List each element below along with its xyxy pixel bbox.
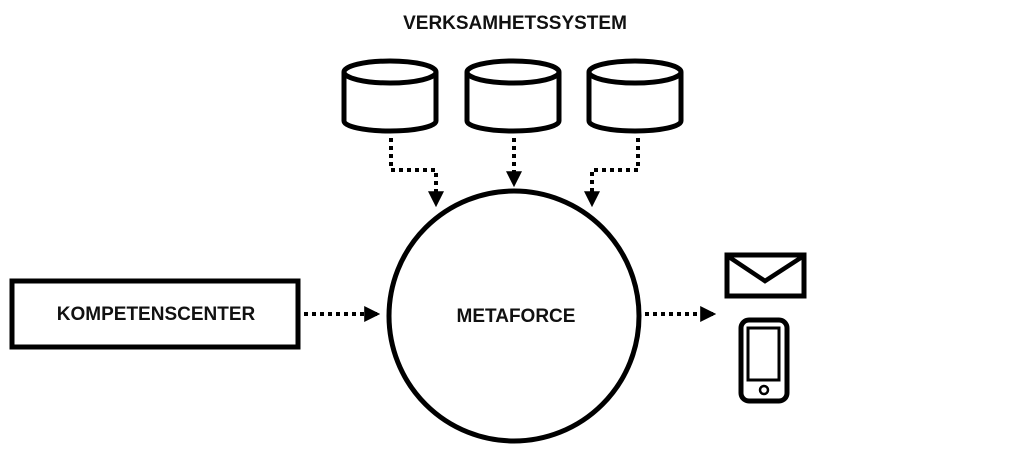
center-node-label: METAFORCE bbox=[457, 306, 576, 327]
diagram-title: VERKSAMHETSSYSTEM bbox=[403, 13, 627, 34]
connector-arrow-db3 bbox=[584, 138, 640, 208]
center-node-circle bbox=[386, 188, 642, 444]
connector-arrow-db1 bbox=[389, 138, 444, 208]
database-icon bbox=[464, 58, 562, 134]
database-icon bbox=[341, 58, 439, 134]
envelope-icon bbox=[724, 252, 807, 299]
left-node-box bbox=[9, 278, 301, 350]
left-node-label: KOMPETENSCENTER bbox=[57, 304, 256, 325]
smartphone-icon bbox=[738, 317, 790, 404]
database-icon bbox=[586, 58, 684, 134]
